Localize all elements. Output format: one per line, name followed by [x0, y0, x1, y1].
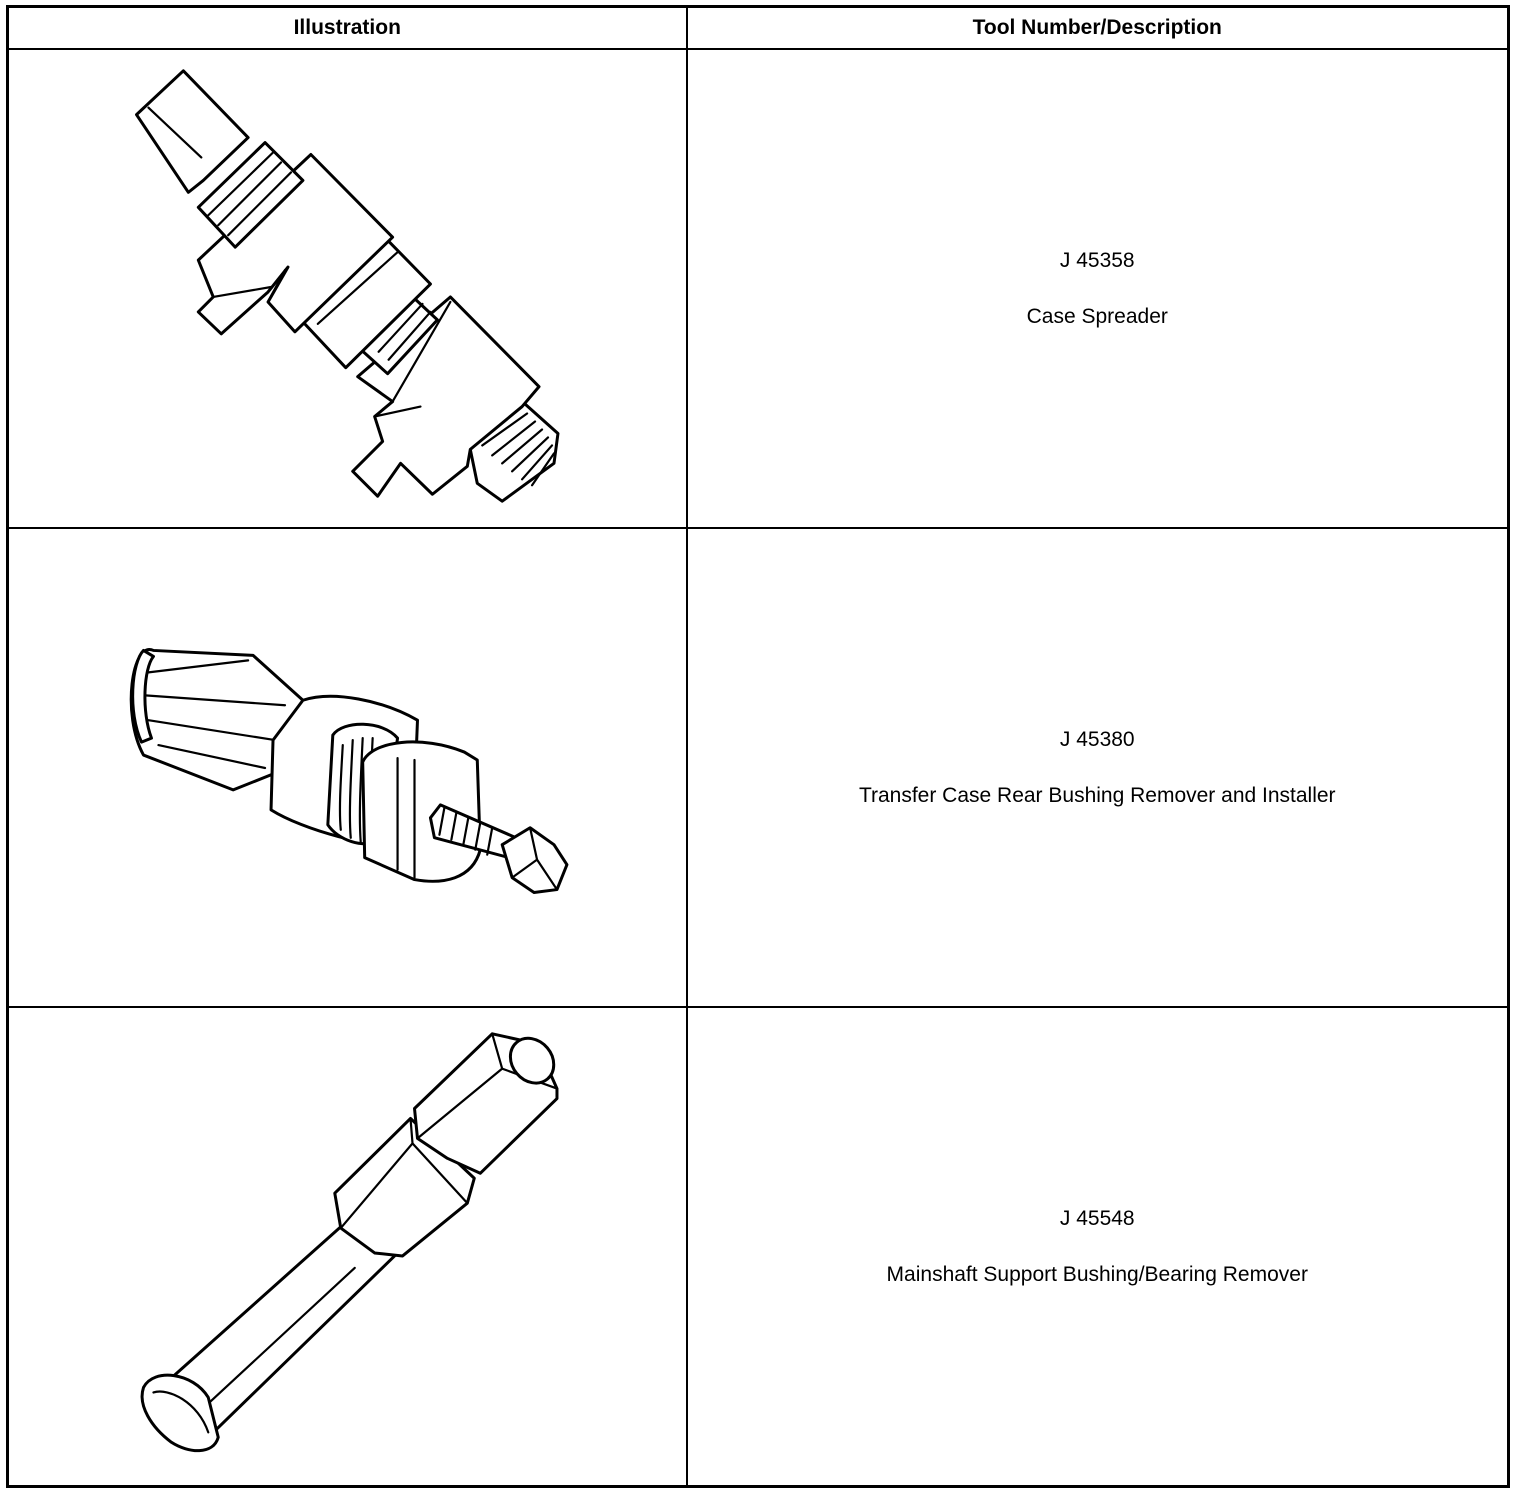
tool-description-cell: J 45548 Mainshaft Support Bushing/Bearin… [685, 1006, 1510, 1488]
tool-description: Case Spreader [1026, 304, 1168, 328]
table-row: J 45548 Mainshaft Support Bushing/Bearin… [6, 1006, 1510, 1488]
header-row: Illustration Tool Number/Description [6, 5, 1510, 50]
tool-number: J 45548 [1059, 1207, 1135, 1231]
table-row: J 45358 Case Spreader [6, 48, 1510, 529]
illustration-cell [6, 527, 688, 1008]
tool-description: Transfer Case Rear Bushing Remover and I… [858, 783, 1336, 807]
tool-description-cell: J 45358 Case Spreader [685, 48, 1510, 529]
bushing-remover-installer-icon [129, 648, 569, 895]
tool-table: Illustration Tool Number/Description [6, 5, 1510, 1488]
illustration-cell [6, 48, 688, 529]
tool-description-cell: J 45380 Transfer Case Rear Bushing Remov… [685, 527, 1510, 1008]
mainshaft-bushing-remover-icon [140, 1032, 559, 1453]
tool-description: Mainshaft Support Bushing/Bearing Remove… [886, 1262, 1308, 1286]
header-illustration: Illustration [6, 5, 688, 50]
case-spreader-icon [135, 69, 560, 503]
tool-number: J 45380 [1059, 728, 1135, 752]
tool-number: J 45358 [1059, 249, 1135, 273]
illustration-cell [6, 1006, 688, 1488]
table-row: J 45380 Transfer Case Rear Bushing Remov… [6, 527, 1510, 1008]
header-tool-number-description: Tool Number/Description [685, 5, 1510, 50]
